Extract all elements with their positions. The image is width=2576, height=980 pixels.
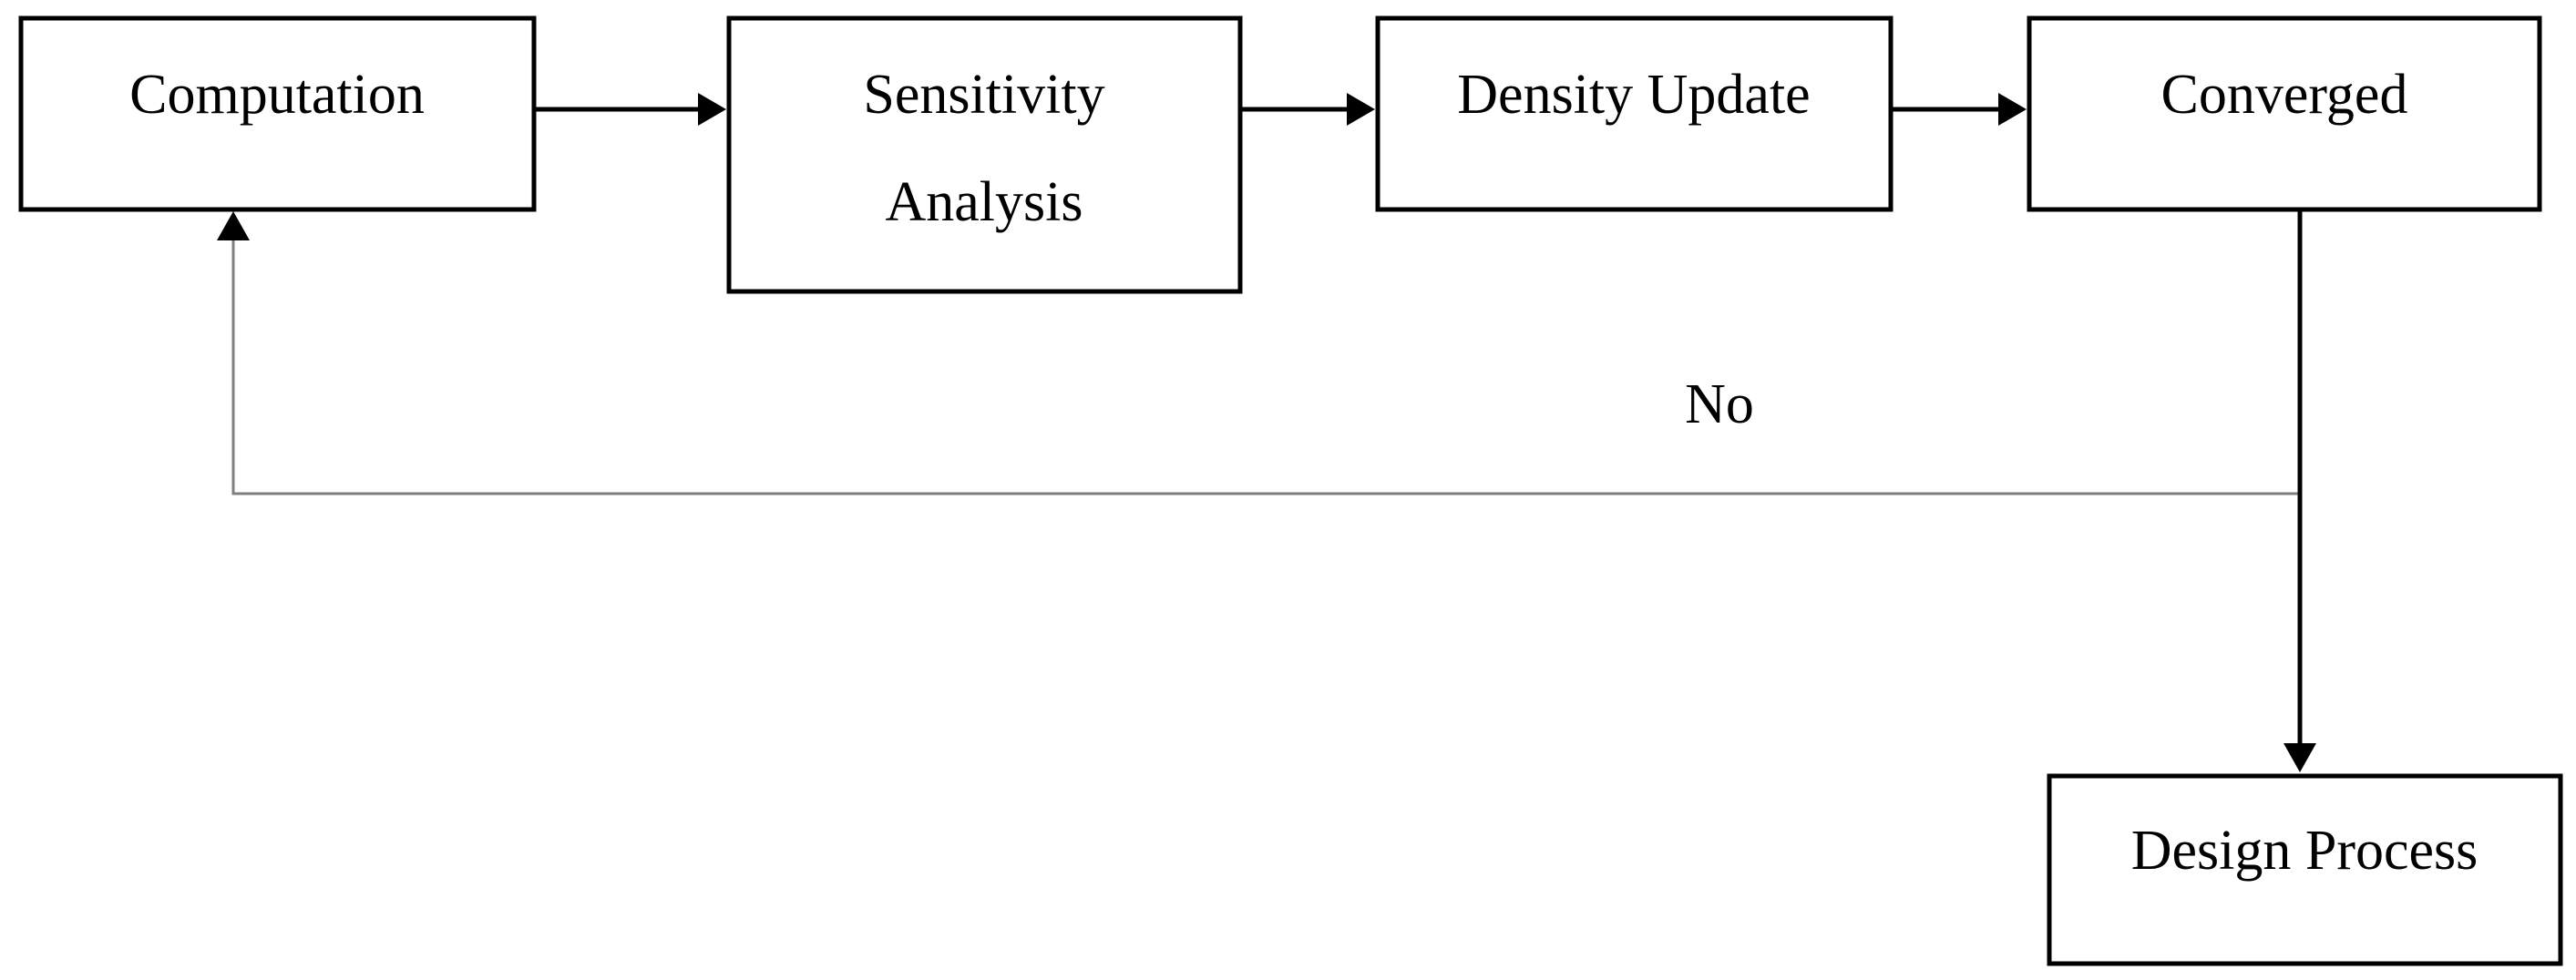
edge-label-no: No: [1685, 373, 1754, 435]
arrowhead-design: [2284, 743, 2316, 772]
node-converged-label: Converged: [2161, 64, 2408, 126]
edge-converged-to-computation: [231, 230, 2300, 495]
node-computation: Computation: [18, 15, 537, 212]
node-converged: Converged: [2027, 15, 2542, 212]
arrowhead-converged: [1998, 93, 2027, 126]
node-design-label: Design Process: [2131, 820, 2479, 882]
node-sensitivity-label-line1: Sensitivity: [863, 64, 1104, 126]
arrowhead-density: [1347, 93, 1375, 126]
node-density-label: Density Update: [1457, 64, 1810, 126]
node-density-update: Density Update: [1375, 15, 1894, 212]
node-computation-label: Computation: [129, 64, 425, 126]
arrowhead-sensitivity: [698, 93, 726, 126]
node-sensitivity-label-line2: Analysis: [886, 171, 1083, 233]
node-design-process: Design Process: [2047, 773, 2563, 966]
node-sensitivity-analysis: Sensitivity Analysis: [726, 15, 1243, 294]
arrowhead-computation: [217, 211, 250, 240]
